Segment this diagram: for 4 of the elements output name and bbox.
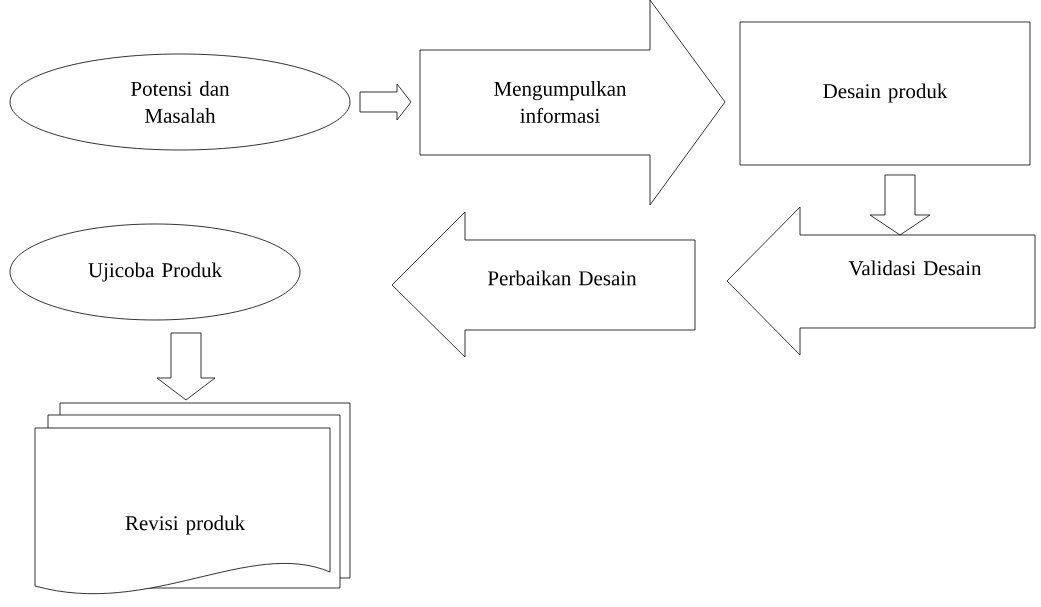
arrow	[359, 83, 412, 121]
arrow	[156, 332, 216, 401]
arrow	[869, 174, 931, 236]
process-box: Desain produk	[739, 21, 1031, 166]
